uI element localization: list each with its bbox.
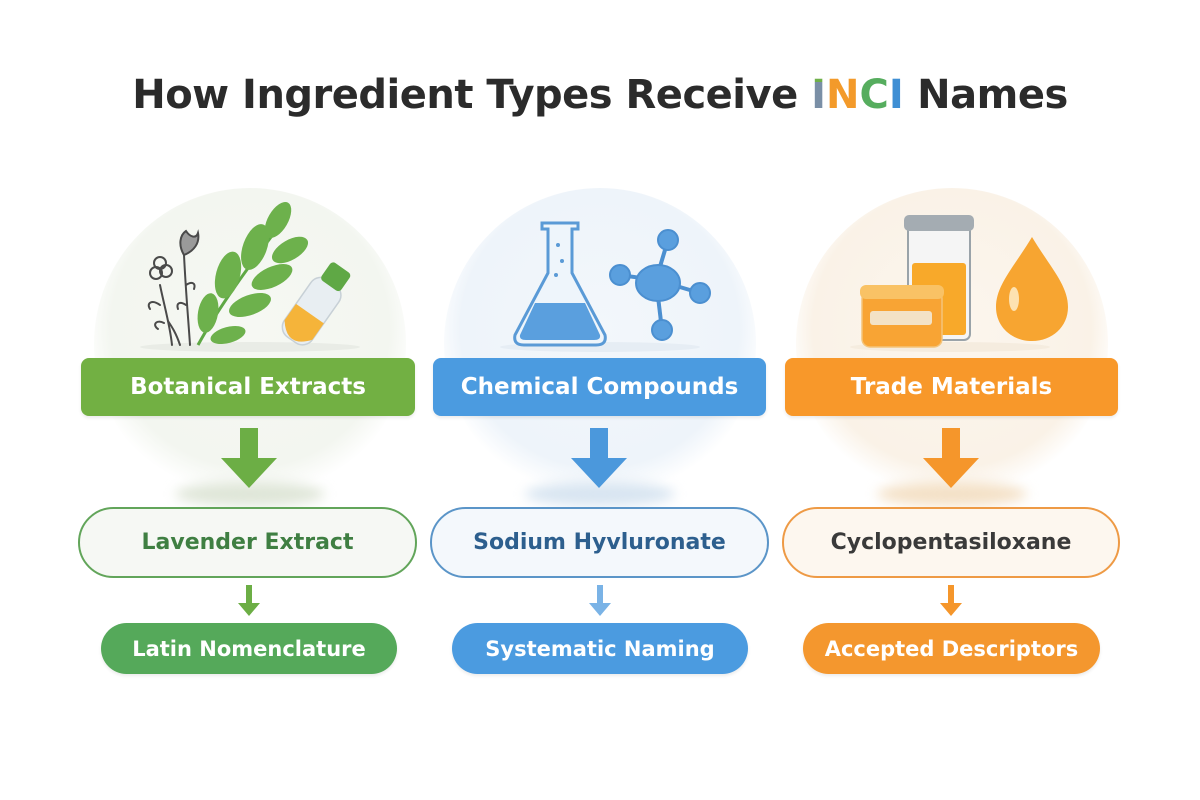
method-systematic-naming: Systematic Naming [452,623,748,674]
example-lavender-extract: Lavender Extract [78,507,417,578]
trade-down-arrow-icon [923,428,979,488]
example-cyclopentasiloxane: Cyclopentasiloxane [782,507,1120,578]
chemical-illustration-icon [450,195,750,355]
category-chemical-compounds: Chemical Compounds [433,358,766,416]
inci-letter-i: I [811,72,827,118]
inci-letter-n: N [826,72,860,118]
method-accepted-descriptors: Accepted Descriptors [803,623,1100,674]
inci-wordmark: INCI [811,72,904,118]
trade-illustration-icon [800,195,1100,355]
botanical-small-down-arrow-icon [238,585,260,616]
category-trade-materials: Trade Materials [785,358,1118,416]
inci-letter-i-2: I [888,72,904,118]
example-sodium-hyaluronate: Sodium Hyvluronate [430,507,769,578]
chemical-down-arrow-icon [571,428,627,488]
chemical-small-down-arrow-icon [589,585,611,616]
method-latin-nomenclature: Latin Nomenclature [101,623,397,674]
botanical-down-arrow-icon [221,428,277,488]
page-title: How Ingredient Types Receive INCI Names [0,72,1200,118]
botanical-illustration-icon [100,195,400,355]
category-botanical-extracts: Botanical Extracts [81,358,415,416]
trade-small-down-arrow-icon [940,585,962,616]
inci-letter-c: C [859,72,889,118]
title-prefix: How Ingredient Types Receive [132,72,812,118]
title-suffix: Names [903,72,1068,118]
